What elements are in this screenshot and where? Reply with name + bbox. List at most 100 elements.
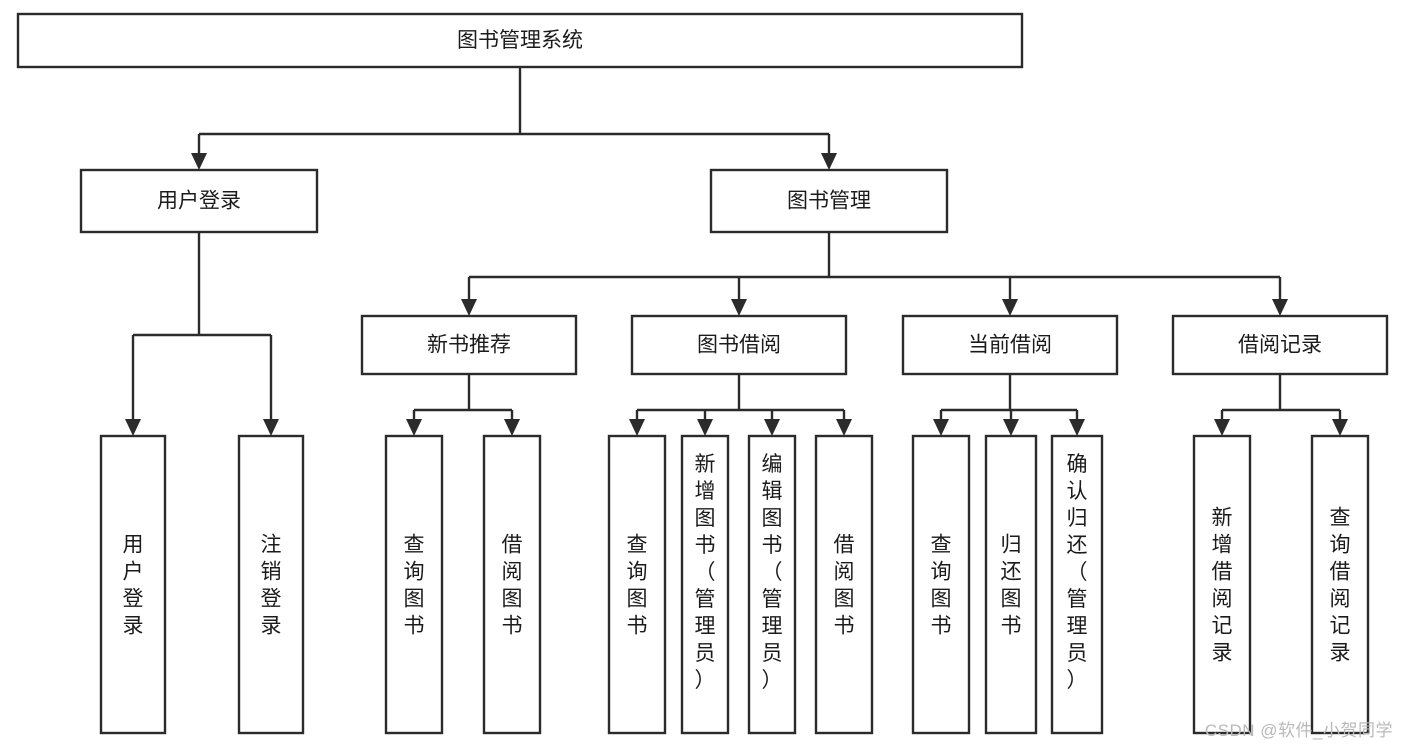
svg-text:编: 编 — [762, 453, 783, 476]
svg-text:管: 管 — [695, 588, 716, 611]
arrow-head-icon-leaf-return-book — [1003, 419, 1019, 436]
csdn-watermark: CSDN @软件_小贺同学 — [1204, 721, 1393, 740]
node-label-root: 图书管理系统 — [457, 29, 583, 52]
svg-text:查: 查 — [404, 534, 425, 557]
svg-text:阅: 阅 — [834, 561, 855, 584]
node-box-root — [16, 12, 1024, 69]
svg-text:还: 还 — [1001, 561, 1022, 584]
svg-text:增: 增 — [1212, 534, 1233, 557]
svg-text:员: 员 — [1067, 642, 1088, 665]
svg-text:书: 书 — [502, 615, 523, 638]
node-box-leaf-borrow-book-rec — [482, 434, 542, 735]
svg-text:（: （ — [1067, 561, 1088, 584]
arrow-head-icon-user-login — [191, 153, 207, 170]
svg-text:录: 录 — [123, 615, 144, 638]
svg-text:）: ） — [695, 669, 716, 692]
arrow-head-icon-new-book-rec — [461, 299, 477, 316]
arrow-head-icon-leaf-query-book-rec — [406, 419, 422, 436]
svg-text:户: 户 — [123, 561, 144, 584]
svg-text:书: 书 — [834, 615, 855, 638]
arrow-head-icon-leaf-user-login — [125, 419, 141, 436]
svg-text:确: 确 — [1067, 453, 1088, 476]
svg-text:管: 管 — [1067, 588, 1088, 611]
svg-text:借: 借 — [502, 534, 523, 557]
svg-text:归: 归 — [1067, 507, 1088, 530]
svg-text:登: 登 — [261, 588, 282, 611]
node-box-current-borrow — [901, 314, 1119, 376]
node-book-borrow[interactable]: 图书借阅 — [630, 314, 848, 376]
node-root[interactable]: 图书管理系统 — [16, 12, 1024, 69]
node-label-borrow-record: 借阅记录 — [1238, 334, 1322, 357]
connector-layer — [125, 67, 1348, 436]
svg-text:询: 询 — [627, 561, 648, 584]
node-label-book-borrow: 图书借阅 — [697, 334, 781, 357]
node-leaf-user-login[interactable]: 用户登录 — [99, 434, 167, 735]
svg-text:图: 图 — [627, 588, 648, 611]
node-new-book-rec[interactable]: 新书推荐 — [360, 314, 578, 376]
node-box-user-login — [79, 168, 319, 234]
node-user-login[interactable]: 用户登录 — [79, 168, 319, 234]
node-borrow-record[interactable]: 借阅记录 — [1171, 314, 1389, 376]
svg-text:图: 图 — [502, 588, 523, 611]
node-layer: 图书管理系统用户登录图书管理新书推荐图书借阅当前借阅借阅记录用户登录注销登录查询… — [16, 12, 1389, 735]
svg-text:图: 图 — [834, 588, 855, 611]
svg-text:销: 销 — [261, 561, 282, 584]
node-label-new-book-rec: 新书推荐 — [427, 334, 511, 357]
svg-text:录: 录 — [1330, 642, 1351, 665]
svg-text:图: 图 — [695, 507, 716, 530]
svg-text:新: 新 — [695, 453, 716, 476]
svg-text:）: ） — [1067, 669, 1088, 692]
node-current-borrow[interactable]: 当前借阅 — [901, 314, 1119, 376]
svg-text:询: 询 — [931, 561, 952, 584]
svg-text:借: 借 — [1212, 561, 1233, 584]
svg-text:管: 管 — [762, 588, 783, 611]
svg-text:图: 图 — [404, 588, 425, 611]
node-book-manage[interactable]: 图书管理 — [709, 168, 949, 234]
svg-text:员: 员 — [762, 642, 783, 665]
node-box-new-book-rec — [360, 314, 578, 376]
arrow-head-icon-current-borrow — [1002, 299, 1018, 316]
svg-text:登: 登 — [123, 588, 144, 611]
svg-text:书: 书 — [695, 534, 716, 557]
arrow-head-icon-leaf-add-record — [1214, 419, 1230, 436]
svg-text:阅: 阅 — [502, 561, 523, 584]
svg-text:理: 理 — [695, 615, 716, 638]
svg-text:图: 图 — [931, 588, 952, 611]
svg-text:书: 书 — [762, 534, 783, 557]
svg-text:阅: 阅 — [1330, 588, 1351, 611]
arrow-head-icon-leaf-add-book — [697, 419, 713, 436]
node-box-leaf-return-book — [984, 434, 1038, 735]
node-box-book-manage — [709, 168, 949, 234]
arrow-head-icon-leaf-query-book-borrow — [629, 419, 645, 436]
node-box-borrow-record — [1171, 314, 1389, 376]
svg-text:询: 询 — [1330, 534, 1351, 557]
svg-text:员: 员 — [695, 642, 716, 665]
svg-text:查: 查 — [1330, 507, 1351, 530]
node-box-leaf-query-record — [1310, 434, 1370, 735]
svg-text:书: 书 — [1001, 615, 1022, 638]
node-box-leaf-query-book-cur — [911, 434, 971, 735]
svg-text:查: 查 — [627, 534, 648, 557]
